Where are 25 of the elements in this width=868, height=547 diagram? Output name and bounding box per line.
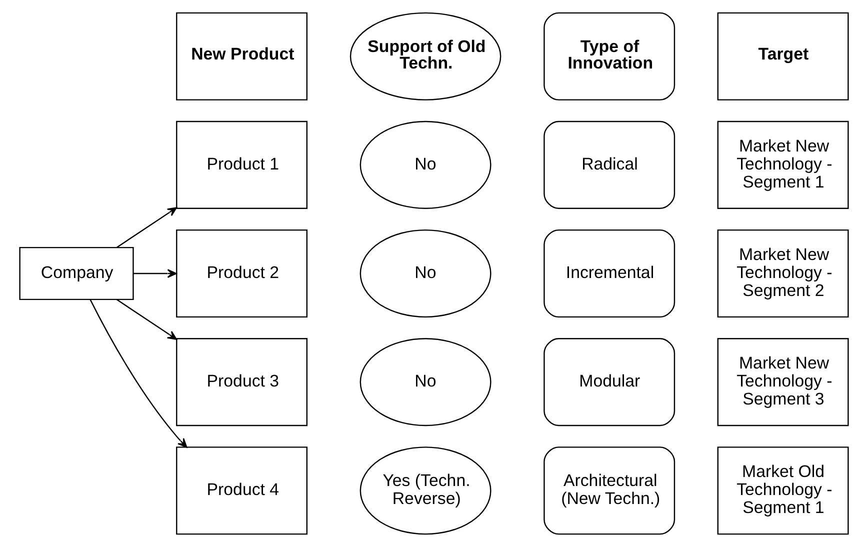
node-box: Market New Technology - Segment 3 (717, 338, 849, 426)
arrow (116, 299, 178, 340)
node-box: Product 2 (176, 229, 308, 318)
node-ellipse: No (360, 338, 492, 426)
node-box: Company (19, 246, 134, 300)
node-box: Market New Technology - Segment 1 (717, 120, 849, 209)
node-box: New Product (176, 12, 308, 100)
node-box: Market New Technology - Segment 2 (717, 229, 849, 318)
node-box: Modular (544, 338, 676, 426)
node-ellipse: No (360, 229, 492, 318)
node-box: Product 4 (176, 446, 308, 535)
node-box: Product 3 (176, 338, 308, 426)
node-box: Architectural (New Techn.) (544, 446, 676, 535)
node-box: Radical (544, 120, 676, 209)
node-box: Product 1 (176, 120, 308, 209)
node-ellipse: Yes (Techn. Reverse) (360, 446, 492, 535)
node-box: Target (717, 12, 849, 100)
node-box: Incremental (544, 229, 676, 318)
node-box: Type of Innovation (544, 12, 676, 100)
node-ellipse: No (360, 120, 492, 209)
arrow (133, 269, 177, 278)
node-ellipse: Support of Old Techn. (350, 12, 502, 100)
arrow (90, 299, 188, 448)
node-box: Market Old Technology - Segment 1 (717, 446, 849, 535)
arrow (116, 207, 178, 248)
